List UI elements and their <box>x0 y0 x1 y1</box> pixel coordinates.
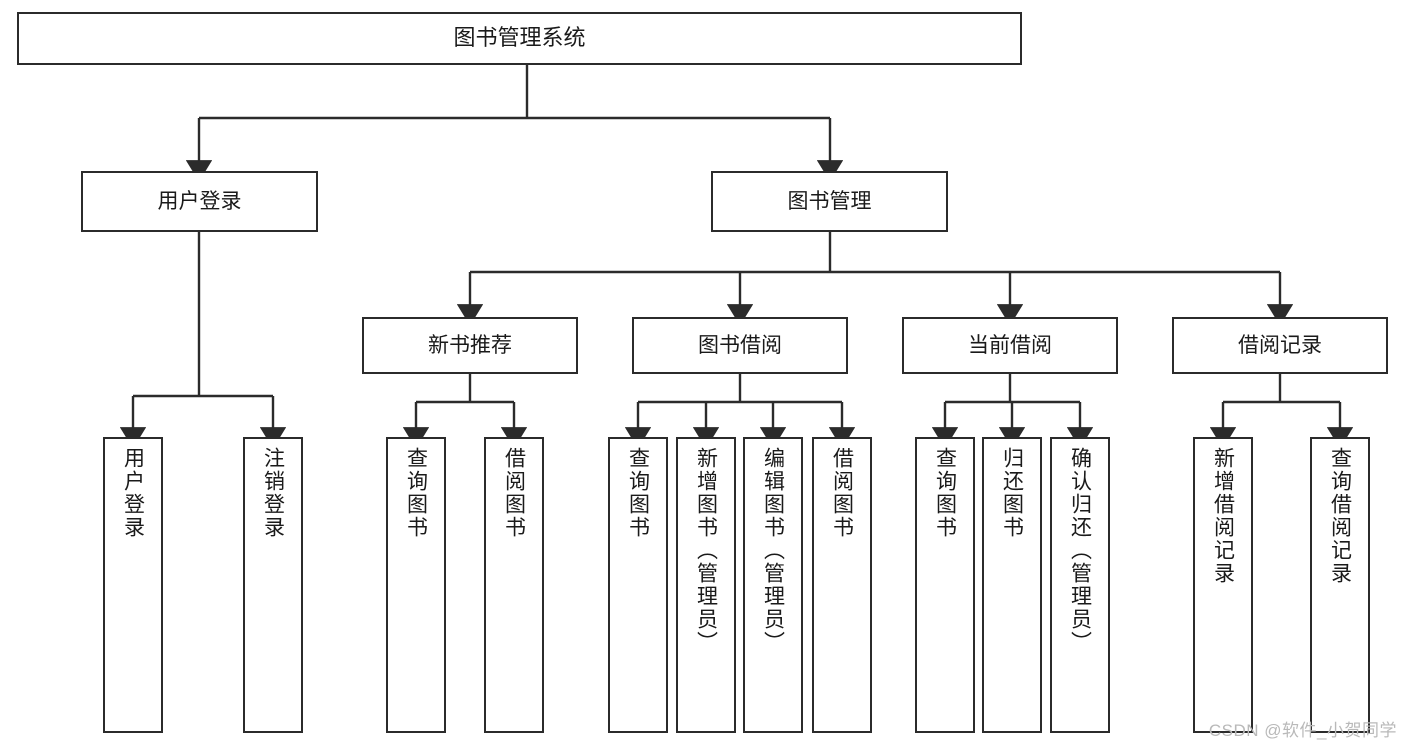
node-label: 借阅记录 <box>1238 333 1322 357</box>
leaf-query-book-current[interactable]: 查询图书 <box>915 437 975 733</box>
node-label: 当前借阅 <box>968 333 1052 357</box>
leaf-return-book[interactable]: 归还图书 <box>982 437 1042 733</box>
node-new-book-recommend[interactable]: 新书推荐 <box>362 317 578 374</box>
node-label: 借阅图书 <box>830 447 854 539</box>
leaf-edit-book-admin[interactable]: 编辑图书（管理员） <box>743 437 803 733</box>
node-label: 归还图书 <box>1000 447 1024 539</box>
node-label: 查询借阅记录 <box>1328 447 1352 585</box>
node-label: 编辑图书（管理员） <box>761 447 785 654</box>
node-book-borrow[interactable]: 图书借阅 <box>632 317 848 374</box>
node-label: 用户登录 <box>121 447 145 539</box>
node-label: 查询图书 <box>626 447 650 539</box>
leaf-logout[interactable]: 注销登录 <box>243 437 303 733</box>
node-label: 注销登录 <box>261 447 285 539</box>
watermark: CSDN @软件_小贺同学 <box>1208 721 1397 740</box>
node-label: 图书管理 <box>787 189 872 213</box>
node-label: 新增图书（管理员） <box>694 447 718 654</box>
node-label: 新书推荐 <box>428 333 512 357</box>
node-root-system[interactable]: 图书管理系统 <box>17 12 1022 65</box>
node-borrow-record[interactable]: 借阅记录 <box>1172 317 1388 374</box>
node-label: 确认归还（管理员） <box>1068 447 1092 654</box>
leaf-borrow-book[interactable]: 借阅图书 <box>812 437 872 733</box>
node-label: 查询图书 <box>933 447 957 539</box>
leaf-add-borrow-record[interactable]: 新增借阅记录 <box>1193 437 1253 733</box>
node-user-login[interactable]: 用户登录 <box>81 171 318 232</box>
leaf-query-borrow-record[interactable]: 查询借阅记录 <box>1310 437 1370 733</box>
node-current-borrow[interactable]: 当前借阅 <box>902 317 1118 374</box>
leaf-query-book-recommend[interactable]: 查询图书 <box>386 437 446 733</box>
leaf-add-book-admin[interactable]: 新增图书（管理员） <box>676 437 736 733</box>
leaf-query-book-borrow[interactable]: 查询图书 <box>608 437 668 733</box>
node-label: 新增借阅记录 <box>1211 447 1235 585</box>
node-label: 用户登录 <box>157 189 242 213</box>
leaf-confirm-return-admin[interactable]: 确认归还（管理员） <box>1050 437 1110 733</box>
node-label: 查询图书 <box>404 447 428 539</box>
leaf-user-login[interactable]: 用户登录 <box>103 437 163 733</box>
node-label: 图书借阅 <box>698 333 782 357</box>
leaf-borrow-book-recommend[interactable]: 借阅图书 <box>484 437 544 733</box>
node-book-management[interactable]: 图书管理 <box>711 171 948 232</box>
node-label: 借阅图书 <box>502 447 526 539</box>
node-label: 图书管理系统 <box>453 25 586 51</box>
